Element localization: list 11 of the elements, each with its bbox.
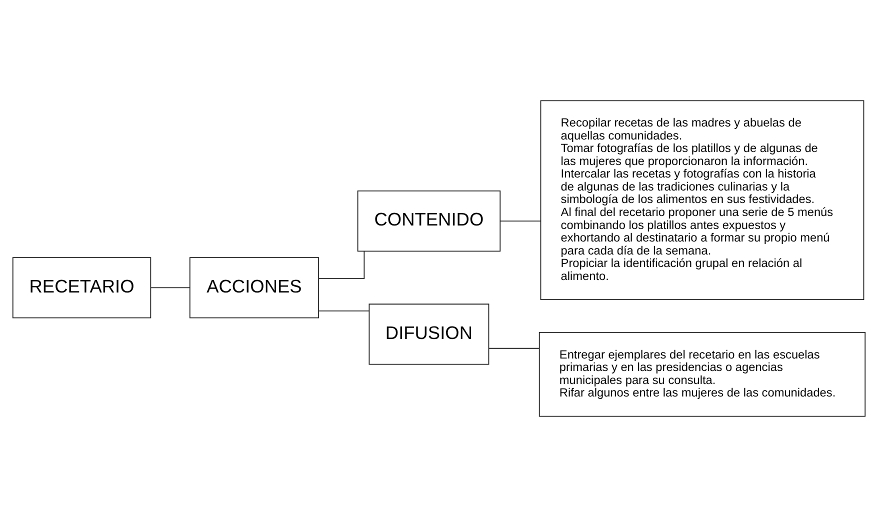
node-box: ACCIONES xyxy=(189,257,320,318)
connector xyxy=(488,348,540,349)
connector xyxy=(150,287,190,288)
node-box: RECETARIO xyxy=(12,257,152,318)
node-box: Recopilar recetas de las madres y abuelas de aquellas comunidades. Tomar fotografías de los platillos y de algunas de las mujeres que proporcionaron la información. Intercalar las recetas y fotografías con la historia de algunas de las tradiciones culinarias y la simbología de los alimentos en sus festividades. Al final del recetario proponer una serie de 5 menús combinando los platillos antes expuestos y exhortando al destinatario a formar su propio menú para cada día de la semana. Propiciar la identificación grupal en relación al alimento. xyxy=(540,100,864,300)
connector xyxy=(500,220,542,222)
node-box: Entregar ejemplares del recetario en las escuelas primarias y en las presidencias o agencias municipales para su consulta. Rifar algunos entre las mujeres de las comunidades. xyxy=(538,332,866,417)
node-box: DIFUSION xyxy=(368,304,490,365)
node-box: CONTENIDO xyxy=(357,190,501,252)
connector xyxy=(318,251,365,280)
connector xyxy=(318,310,370,312)
